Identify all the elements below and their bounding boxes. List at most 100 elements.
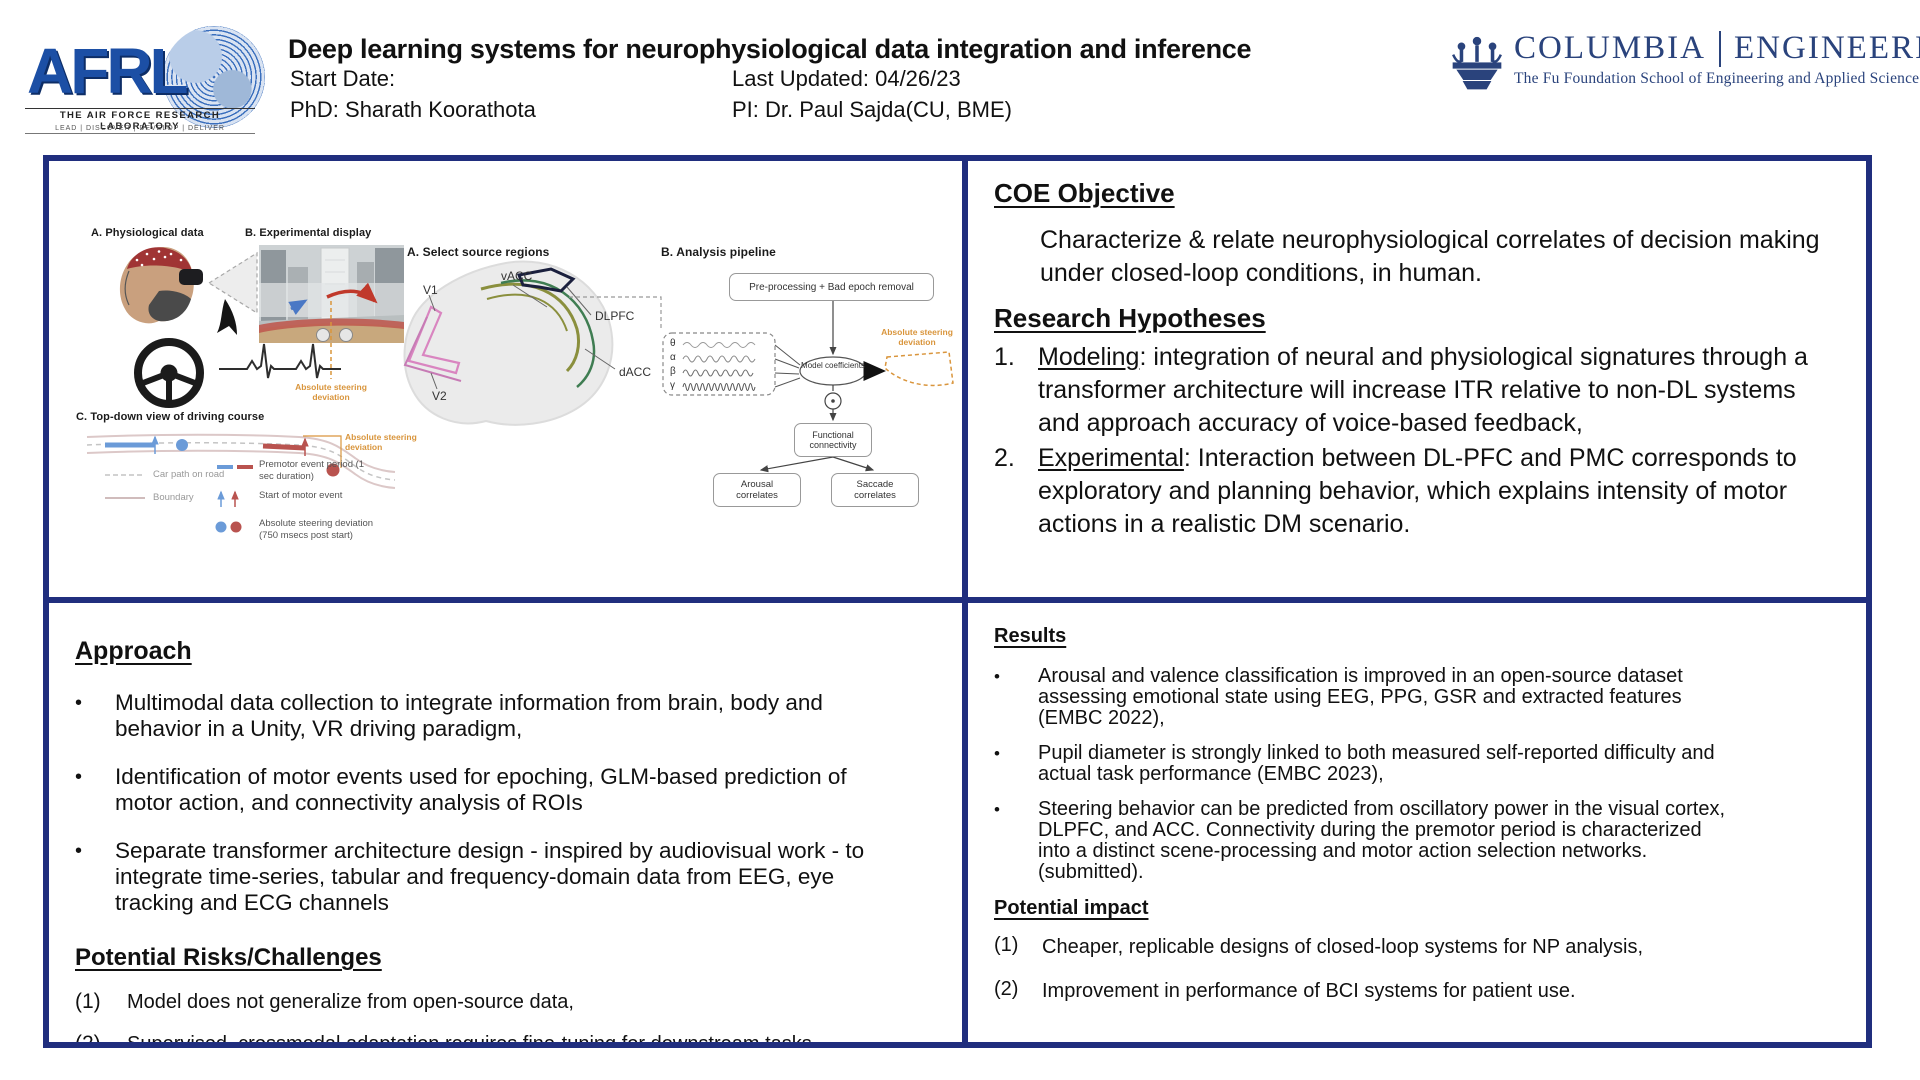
model-coefficients-label: Model coefficients xyxy=(801,361,865,370)
page-title: Deep learning systems for neurophysiolog… xyxy=(288,34,1252,64)
band-beta: β xyxy=(670,366,676,377)
saccade-box: Saccade correlates xyxy=(831,473,919,507)
hypothesis-number: 1. xyxy=(994,343,1015,371)
impact-item: (1) Cheaper, replicable designs of close… xyxy=(994,934,1842,960)
results-panel: Results Arousal and valence classificati… xyxy=(968,603,1866,1042)
quad-chart-grid: A. Physiological data B. Experimental di… xyxy=(43,155,1872,1048)
band-alpha: α xyxy=(670,352,676,363)
legend-abs-steering: Absolute steering deviation (750 msecs p… xyxy=(259,518,374,541)
pipeline-steering-label: Absolute steering deviation xyxy=(881,327,953,347)
bullet-icon xyxy=(75,690,115,742)
eeg-vr-head-figure xyxy=(119,247,203,324)
risk-text: Model does not generalize from open-sour… xyxy=(127,991,574,1013)
approach-bullet-text: Separate transformer architecture design… xyxy=(115,838,865,915)
legend-markers xyxy=(105,465,253,533)
arousal-box: Arousal correlates xyxy=(713,473,801,507)
afrl-acronym: AFRL xyxy=(27,35,189,107)
approach-panel: Approach Multimodal data collection to i… xyxy=(49,603,962,1042)
results-heading: Results xyxy=(994,625,1067,647)
coe-objective-heading: COE Objective xyxy=(994,178,1175,208)
hypothesis-text: : integration of neural and physiologica… xyxy=(1038,343,1808,437)
figure-panel: A. Physiological data B. Experimental di… xyxy=(49,161,962,597)
columbia-division: ENGINEERING xyxy=(1734,30,1920,66)
columbia-crown-icon xyxy=(1452,36,1502,90)
approach-bullet: Identification of motor events used for … xyxy=(75,764,942,816)
connectivity-box: Functional connectivity xyxy=(794,423,872,457)
result-bullet-text: Pupil diameter is strongly linked to bot… xyxy=(1038,742,1715,785)
hypothesis-item: 1. Modeling: integration of neural and p… xyxy=(994,341,1840,440)
view-cone xyxy=(207,251,258,315)
legend-premotor: Premotor event period (1 sec duration) xyxy=(259,459,365,482)
coe-objective-text: Characterize & relate neurophysiological… xyxy=(1040,226,1820,287)
research-hypotheses-heading: Research Hypotheses xyxy=(994,303,1266,333)
approach-heading: Approach xyxy=(75,637,192,665)
impact-number: (1) xyxy=(994,934,1019,956)
impact-number: (2) xyxy=(994,978,1019,1000)
impact-text: Improvement in performance of BCI system… xyxy=(1042,980,1576,1002)
result-bullet-text: Arousal and valence classification is im… xyxy=(1038,665,1683,729)
risks-heading: Potential Risks/Challenges xyxy=(75,944,382,971)
physio-label: A. Physiological data xyxy=(91,227,204,239)
hypothesis-label: Experimental xyxy=(1038,444,1184,472)
approach-bullet: Multimodal data collection to integrate … xyxy=(75,690,942,742)
brain-source-regions xyxy=(403,260,616,426)
risk-item: (1) Model does not generalize from open-… xyxy=(75,990,942,1014)
band-theta: θ xyxy=(670,338,676,349)
region-v1-label: V1 xyxy=(423,283,438,297)
columbia-wordmark: COLUMBIA xyxy=(1514,30,1707,66)
hypothesis-text: : Interaction between DL-PFC and PMC cor… xyxy=(1038,444,1797,538)
afrl-globe-icon xyxy=(163,26,265,128)
result-bullet-text: Steering behavior can be predicted from … xyxy=(1038,798,1726,883)
risk-number: (1) xyxy=(75,990,101,1013)
pipeline-label: B. Analysis pipeline xyxy=(661,245,776,259)
approach-bullet: Separate transformer architecture design… xyxy=(75,838,942,916)
horizontal-divider xyxy=(49,597,1866,603)
bullet-icon xyxy=(75,838,115,916)
driving-course-diagram xyxy=(86,433,396,489)
approach-bullet-text: Multimodal data collection to integrate … xyxy=(115,690,823,741)
brain-pipeline-connector xyxy=(569,296,662,331)
columbia-logo: COLUMBIA ENGINEERING The Fu Foundation S… xyxy=(1448,30,1920,122)
display-label: B. Experimental display xyxy=(245,227,372,239)
last-updated: Last Updated: 04/26/23 xyxy=(732,66,961,91)
approach-bullet-text: Identification of motor events used for … xyxy=(115,764,847,815)
legend-start-motor: Start of motor event xyxy=(259,490,343,501)
source-regions-label: A. Select source regions xyxy=(407,245,550,259)
region-dlpfc-label: DLPFC xyxy=(595,309,635,323)
hypothesis-number: 2. xyxy=(994,444,1015,472)
region-vacc-label: vACC xyxy=(501,269,533,283)
columbia-subtitle: The Fu Foundation School of Engineering … xyxy=(1514,70,1920,87)
result-bullet: Steering behavior can be predicted from … xyxy=(994,799,1842,883)
result-bullet: Arousal and valence classification is im… xyxy=(994,666,1842,729)
pi-name: PI: Dr. Paul Sajda(CU, BME) xyxy=(732,97,1012,122)
risk-text: Supervised, crossmodal adaptation requir… xyxy=(127,1032,942,1042)
risk-item: (2) Supervised, crossmodal adaptation re… xyxy=(75,1032,942,1042)
topdown-annotation: Absolute steering deviation xyxy=(345,432,417,452)
ecg-trace xyxy=(219,343,341,379)
hypothesis-item: 2. Experimental: Interaction between DL-… xyxy=(994,442,1840,541)
legend-boundary: Boundary xyxy=(153,492,194,503)
display-caption: Absolute steering deviation xyxy=(295,382,367,402)
legend-car-path: Car path on road xyxy=(153,469,225,480)
afrl-name: THE AIR FORCE RESEARCH LABORATORY xyxy=(25,108,255,134)
figure-graphics xyxy=(86,245,954,533)
impact-item: (2) Improvement in performance of BCI sy… xyxy=(994,978,1842,1004)
preprocess-box: Pre-processing + Bad epoch removal xyxy=(729,273,934,301)
bullet-icon xyxy=(994,799,1038,883)
band-gamma: γ xyxy=(670,380,675,391)
steering-wheel-icon xyxy=(134,338,204,408)
bullet-icon xyxy=(994,666,1038,729)
region-v2-label: V2 xyxy=(432,389,447,403)
start-date: Start Date: xyxy=(290,66,396,91)
topdown-label: C. Top-down view of driving course xyxy=(76,411,265,423)
bullet-icon xyxy=(994,743,1038,785)
impact-heading: Potential impact xyxy=(994,897,1149,919)
gaze-arrow-icon xyxy=(217,299,237,335)
driving-scene-image xyxy=(259,245,404,343)
impact-text: Cheaper, replicable designs of closed-lo… xyxy=(1042,936,1644,958)
hypothesis-label: Modeling xyxy=(1038,343,1140,371)
afrl-tagline: LEAD | DISCOVER | DEVELOP | DELIVER xyxy=(55,125,225,132)
risk-number: (2) xyxy=(75,1032,127,1042)
bullet-icon xyxy=(75,764,115,816)
